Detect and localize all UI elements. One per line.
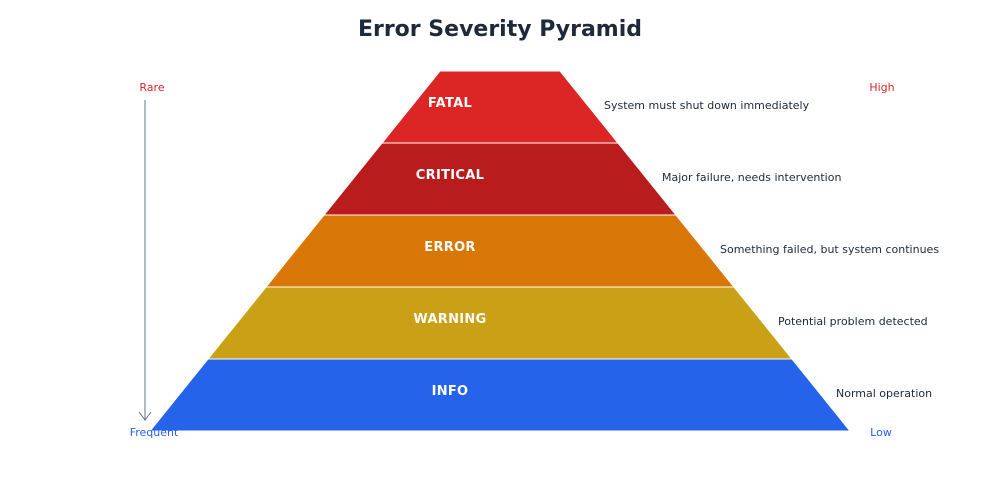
pyramid-layer-info — [148, 358, 852, 432]
layer-description-warning: Potential problem detected — [778, 315, 928, 328]
frequency-axis-arrowhead — [138, 411, 152, 421]
pyramid-layer-error — [264, 214, 736, 288]
pyramid-layer-critical — [322, 142, 678, 216]
severity-axis-bottom-label: Low — [870, 426, 892, 439]
layer-label-warning: WARNING — [413, 312, 486, 327]
layer-description-critical: Major failure, needs intervention — [662, 171, 841, 184]
diagram-title: Error Severity Pyramid — [358, 17, 642, 42]
layer-description-fatal: System must shut down immediately — [604, 99, 810, 112]
frequency-axis-top-label: Rare — [139, 81, 164, 94]
pyramid-layers: FATAL System must shut down immediatelyCR… — [148, 70, 939, 432]
frequency-axis: Rare Frequent — [130, 81, 179, 439]
pyramid-layer-warning — [206, 286, 794, 360]
layer-label-info: INFO — [432, 384, 469, 399]
layer-label-fatal: FATAL — [428, 96, 472, 111]
severity-axis: High Low — [869, 81, 894, 439]
layer-label-critical: CRITICAL — [416, 168, 484, 183]
layer-label-error: ERROR — [424, 240, 475, 255]
pyramid-layer-fatal — [380, 70, 620, 144]
layer-description-error: Something failed, but system continues — [720, 243, 939, 256]
frequency-axis-bottom-label: Frequent — [130, 426, 179, 439]
severity-axis-top-label: High — [869, 81, 894, 94]
layer-description-info: Normal operation — [836, 387, 932, 400]
